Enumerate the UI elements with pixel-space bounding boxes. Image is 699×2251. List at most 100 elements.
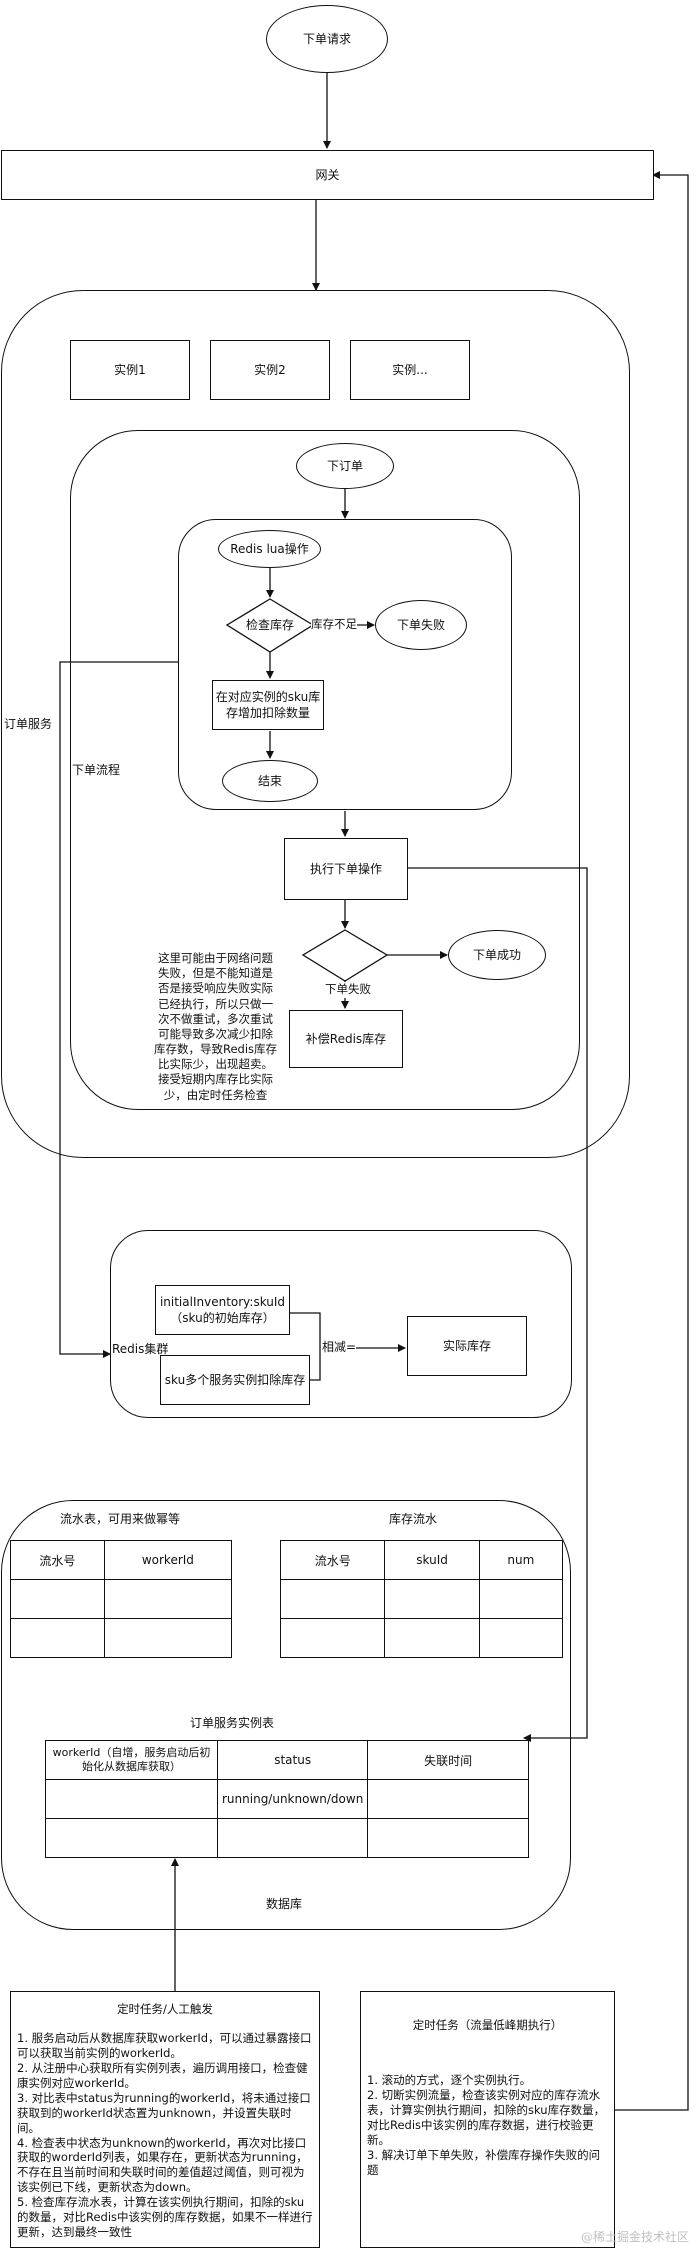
note-line: 失败，但是不能知道是 (158, 966, 273, 981)
table-cell (103, 1579, 233, 1619)
note-line: 比实际少，出现超卖。 (158, 1057, 273, 1072)
deduct-stock-box: 在对应实例的sku库 存增加扣除数量 (212, 680, 324, 730)
note-line: 接受短期内库存比实际 (158, 1072, 273, 1087)
note-line: 否是接受响应失败实际 (158, 981, 273, 996)
arrow-lua-to-redis (59, 661, 178, 1358)
task-right-title: 定时任务（流量低峰期执行） (412, 2018, 563, 2032)
table-cell (45, 1779, 218, 1819)
arrow-execute-to-table (408, 867, 588, 1742)
database-container (1, 1500, 571, 1930)
compensate-redis-box: 补偿Redis库存 (289, 1010, 403, 1068)
redis-lua-label: Redis lua操作 (230, 541, 309, 556)
redis-lua-container (178, 519, 512, 810)
instance-more-label: 实例... (392, 362, 428, 377)
table-row (10, 1579, 233, 1619)
table-row: running/unknown/down (45, 1779, 529, 1819)
redis-lua-node: Redis lua操作 (218, 530, 321, 568)
note-line: 可能导致多次减少扣除 (158, 1026, 273, 1041)
place-order-node: 下订单 (296, 443, 394, 489)
initial-inventory-box: initialInventory:skuId （sku的初始库存） (155, 1285, 290, 1335)
table-header-row: workerId（自增，服务启动后初始化从数据库获取） status 失联时间 (45, 1740, 529, 1780)
table-header-cell: 流水号 (279, 1540, 386, 1580)
task-right-body: 1. 滚动的方式，逐个实例执行。 2. 切断实例流量，检查该实例对应的库存流水表… (367, 2072, 606, 2177)
sku-deductions-label: sku多个服务实例扣除库存 (164, 1372, 306, 1387)
instance-2-box: 实例2 (210, 340, 330, 400)
order-success-node: 下单成功 (448, 930, 546, 980)
order-success-label: 下单成功 (472, 947, 521, 962)
table-header-cell: workerId (103, 1540, 233, 1580)
instance-more-box: 实例... (350, 340, 470, 400)
table-header-cell: status (216, 1740, 369, 1780)
table-cell (10, 1579, 105, 1619)
table-cell (216, 1818, 369, 1858)
initial-inventory-line-2: （sku的初始库存） (170, 1311, 275, 1325)
place-order-label: 下订单 (326, 458, 363, 473)
table-cell (279, 1579, 386, 1619)
table-row (10, 1618, 233, 1658)
deduct-line-1: 在对应实例的sku库 (215, 689, 321, 704)
instance-1-box: 实例1 (70, 340, 190, 400)
table-cell (45, 1818, 218, 1858)
table-row (279, 1579, 564, 1619)
order-flow-label: 下单流程 (72, 763, 121, 777)
deduct-line-2: 存增加扣除数量 (225, 706, 310, 720)
sku-deductions-box: sku多个服务实例扣除库存 (160, 1355, 310, 1405)
table-cell (367, 1779, 529, 1819)
note-line: 次不做重试，多次重试 (158, 1011, 273, 1026)
order-request-node: 下单请求 (266, 5, 388, 73)
table-header-row: 流水号 workerId (10, 1540, 233, 1580)
compensate-redis-label: 补偿Redis库存 (305, 1031, 387, 1046)
table-header-cell: 流水号 (10, 1540, 105, 1580)
table-cell (279, 1618, 386, 1658)
stock-insufficient-label: 库存不足 (311, 617, 357, 633)
note-line: 少，由定时任务检查 (163, 1087, 268, 1102)
instance-table-title: 订单服务实例表 (190, 1716, 275, 1730)
arrow-task-to-gateway (615, 171, 689, 2111)
table-header-cell: 失联时间 (367, 1740, 529, 1780)
flow-table: 流水号 workerId (10, 1540, 233, 1658)
execute-order-box: 执行下单操作 (284, 838, 408, 900)
order-flow-container (70, 430, 580, 1110)
result-diamond (301, 929, 389, 982)
check-stock-diamond (225, 598, 315, 653)
order-request-label: 下单请求 (302, 31, 351, 46)
subtract-equals-label: 相减= (322, 1339, 357, 1356)
order-service-label: 订单服务 (4, 717, 53, 731)
table-header-cell: skuId (384, 1540, 480, 1580)
table-cell (478, 1579, 564, 1619)
end-node: 结束 (222, 760, 318, 802)
table-header-cell: workerId（自增，服务启动后初始化从数据库获取） (45, 1740, 218, 1780)
watermark: @稀土掘金技术社区 (580, 2230, 689, 2244)
initial-inventory-line-1: initialInventory:skuId (159, 1294, 286, 1309)
table-header-cell: num (478, 1540, 564, 1580)
network-note: 这里可能由于网络问题 失败，但是不能知道是 否是接受响应失败实际 已经执行，所以… (148, 951, 283, 1103)
table-header-row: 流水号 skuId num (279, 1540, 564, 1580)
task-right-box: 定时任务（流量低峰期执行） 1. 滚动的方式，逐个实例执行。 2. 切断实例流量… (360, 1991, 615, 2248)
order-fail-branch-label: 下单失败 (325, 982, 371, 998)
note-line: 这里可能由于网络问题 (158, 951, 273, 965)
stock-flow-table-title: 库存流水 (389, 1512, 438, 1526)
table-cell (367, 1818, 529, 1858)
order-service-container (1, 290, 630, 1158)
redis-cluster-label: Redis集群 (112, 1342, 169, 1356)
line-initial-to-diff (290, 1312, 321, 1348)
end-label: 结束 (257, 773, 282, 788)
table-cell (103, 1618, 233, 1658)
task-left-title: 定时任务/人工触发 (117, 2002, 213, 2016)
execute-order-label: 执行下单操作 (309, 861, 382, 876)
table-cell (384, 1618, 480, 1658)
order-failed-label: 下单失败 (396, 617, 445, 632)
actual-stock-label: 实际库存 (442, 1338, 491, 1353)
instance-2-label: 实例2 (254, 362, 286, 377)
task-left-body: 1. 服务启动后从数据库获取workerId，可以通过暴露接口可以获取当前实例的… (17, 2030, 313, 2240)
table-cell: running/unknown/down (216, 1779, 369, 1819)
gateway-label: 网关 (315, 167, 340, 182)
database-label: 数据库 (266, 1897, 303, 1911)
gateway-node: 网关 (1, 150, 654, 200)
instance-1-label: 实例1 (114, 362, 146, 377)
stock-flow-table: 流水号 skuId num (279, 1540, 564, 1658)
check-stock-label: 检查库存 (246, 618, 295, 632)
line-deduct-to-diff (310, 1348, 321, 1381)
table-cell (478, 1618, 564, 1658)
